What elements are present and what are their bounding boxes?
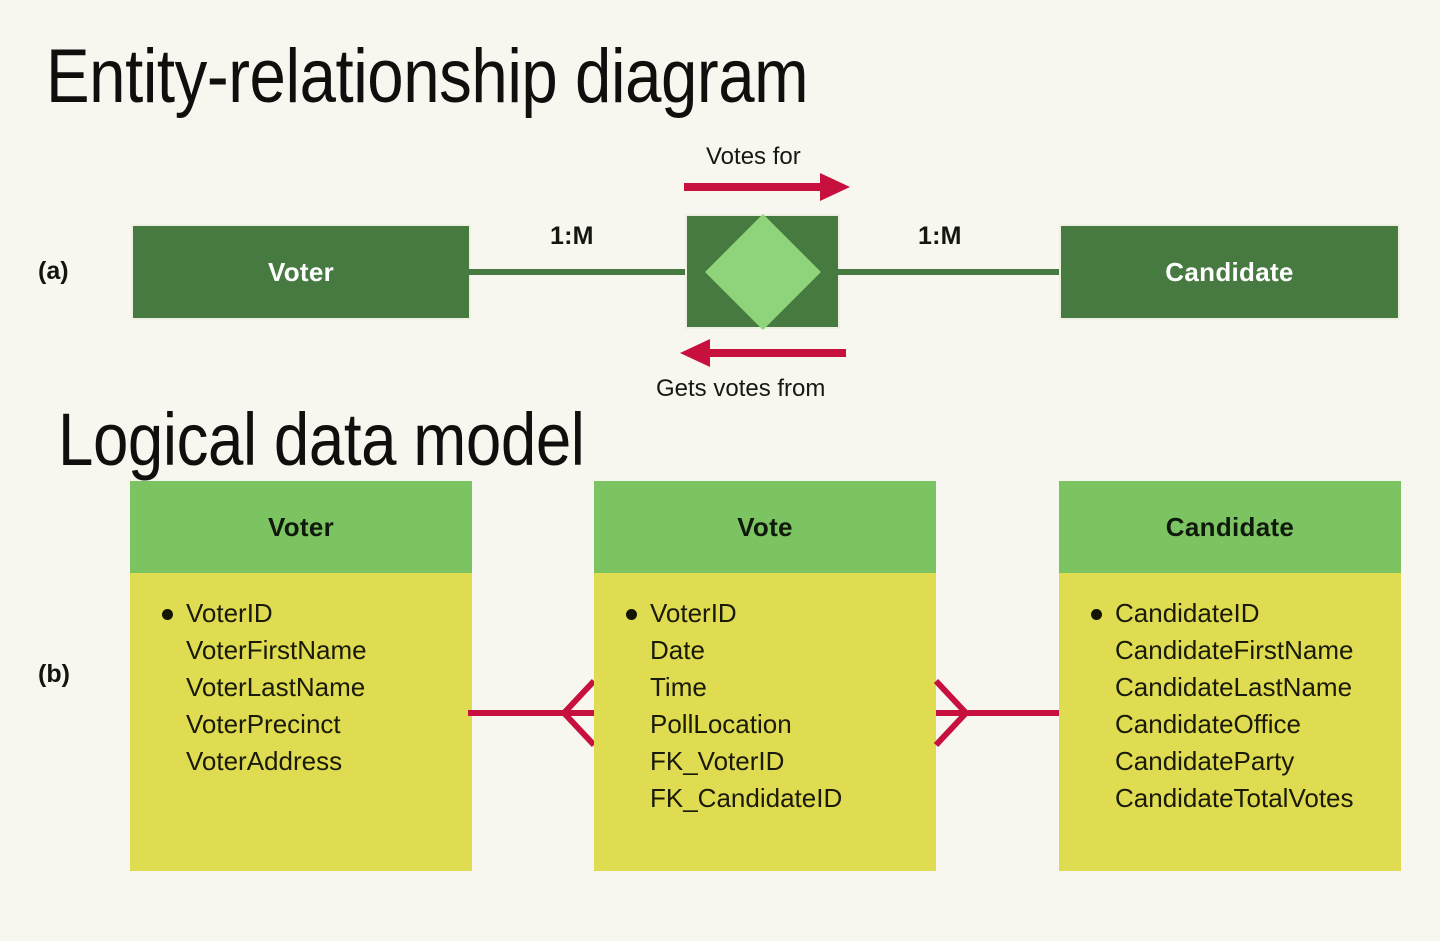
panel-label-a: (a) bbox=[38, 257, 69, 285]
ldm-table-candidate-header: Candidate bbox=[1059, 481, 1401, 573]
crows-foot-connector-right bbox=[933, 678, 1062, 748]
table-row: CandidateOffice bbox=[1115, 709, 1301, 739]
er-connector-left bbox=[468, 269, 688, 275]
table-row: VoterLastName bbox=[186, 672, 366, 702]
table-row: VoterFirstName bbox=[186, 635, 367, 665]
table-row: CandidateFirstName bbox=[1115, 635, 1354, 665]
panel-label-b: (b) bbox=[38, 660, 70, 688]
er-entity-voter[interactable]: Voter bbox=[131, 224, 471, 320]
relationship-verb-forward: Votes for bbox=[706, 143, 801, 170]
cardinality-left: 1:M bbox=[550, 222, 594, 250]
table-row: VoterAddress bbox=[186, 746, 343, 776]
table-row: CandidateTotalVotes bbox=[1115, 783, 1354, 813]
crows-foot-connector-left bbox=[468, 678, 597, 748]
ldm-table-candidate[interactable]: Candidate CandidateID CandidateFirstName… bbox=[1059, 481, 1401, 871]
ldm-table-candidate-fields: CandidateID CandidateFirstName Candidate… bbox=[1059, 573, 1401, 871]
table-row: CandidateLastName bbox=[1115, 672, 1353, 702]
table-row: VoterPrecinct bbox=[186, 709, 341, 739]
diamond-icon bbox=[704, 213, 821, 330]
er-diagram-title: Entity-relationship diagram bbox=[46, 34, 809, 119]
relationship-verb-reverse: Gets votes from bbox=[656, 375, 826, 402]
table-row: FK_VoterID bbox=[650, 746, 785, 776]
logical-data-model-title: Logical data model bbox=[58, 398, 585, 481]
table-row: VoterID bbox=[162, 595, 472, 632]
table-row: VoterID bbox=[626, 595, 936, 632]
ldm-table-vote-header: Vote bbox=[594, 481, 936, 573]
er-entity-voter-label: Voter bbox=[267, 256, 335, 287]
ldm-table-voter-fields: VoterID VoterFirstName VoterLastName Vot… bbox=[130, 573, 472, 871]
table-row: CandidateID bbox=[1091, 595, 1401, 632]
ldm-table-voter-header: Voter bbox=[130, 481, 472, 573]
er-connector-right bbox=[838, 269, 1062, 275]
arrow-right-icon bbox=[684, 173, 850, 201]
table-row: Time bbox=[650, 672, 707, 702]
table-row: FK_CandidateID bbox=[650, 783, 843, 813]
er-relationship-box[interactable] bbox=[685, 213, 840, 330]
table-row: Date bbox=[650, 635, 705, 665]
er-entity-candidate-label: Candidate bbox=[1165, 256, 1294, 287]
er-entity-candidate[interactable]: Candidate bbox=[1059, 224, 1400, 320]
ldm-table-vote[interactable]: Vote VoterID Date Time PollLocation FK_V… bbox=[594, 481, 936, 871]
table-row: PollLocation bbox=[650, 709, 792, 739]
table-row: CandidateParty bbox=[1115, 746, 1295, 776]
ldm-table-voter[interactable]: Voter VoterID VoterFirstName VoterLastNa… bbox=[130, 481, 472, 871]
arrow-left-icon bbox=[680, 339, 846, 367]
ldm-table-vote-fields: VoterID Date Time PollLocation FK_VoterI… bbox=[594, 573, 936, 871]
cardinality-right: 1:M bbox=[918, 222, 962, 250]
